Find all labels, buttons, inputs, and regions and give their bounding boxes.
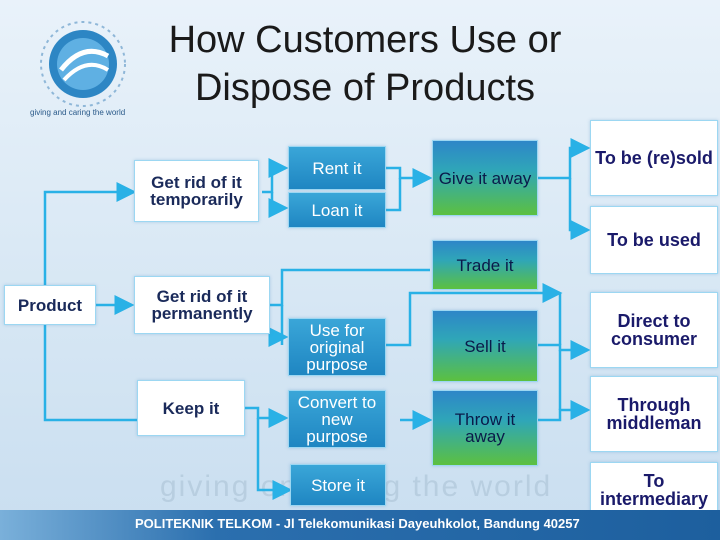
node-throw-away: Throw it away <box>432 390 538 466</box>
node-give-away: Give it away <box>432 140 538 216</box>
node-get-rid-temporarily: Get rid of it temporarily <box>134 160 259 222</box>
node-loan-it: Loan it <box>288 192 386 228</box>
slide-title: How Customers Use or Dispose of Products <box>130 16 600 112</box>
node-direct-consumer: Direct to consumer <box>590 292 718 368</box>
node-to-be-used: To be used <box>590 206 718 274</box>
node-store-it: Store it <box>290 464 386 506</box>
node-get-rid-permanently: Get rid of it permanently <box>134 276 270 334</box>
telkom-logo <box>40 21 126 107</box>
footer-bar <box>0 510 720 540</box>
node-convert-new: Convert to new purpose <box>288 390 386 448</box>
node-use-original: Use for original purpose <box>288 318 386 376</box>
node-through-middleman: Through middleman <box>590 376 718 452</box>
node-keep-it: Keep it <box>137 380 245 436</box>
node-to-intermediary: To intermediary <box>590 462 718 518</box>
logo-tagline: giving and caring the world <box>30 108 126 117</box>
node-rent-it: Rent it <box>288 146 386 190</box>
node-product: Product <box>4 285 96 325</box>
node-trade-it: Trade it <box>432 240 538 290</box>
title-line-2: Dispose of Products <box>194 67 536 109</box>
title-line-1: How Customers Use or <box>168 19 562 61</box>
footer-text: POLITEKNIK TELKOM - Jl Telekomunikasi Da… <box>135 516 580 531</box>
node-sell-it: Sell it <box>432 310 538 382</box>
node-to-be-resold: To be (re)sold <box>590 120 718 196</box>
